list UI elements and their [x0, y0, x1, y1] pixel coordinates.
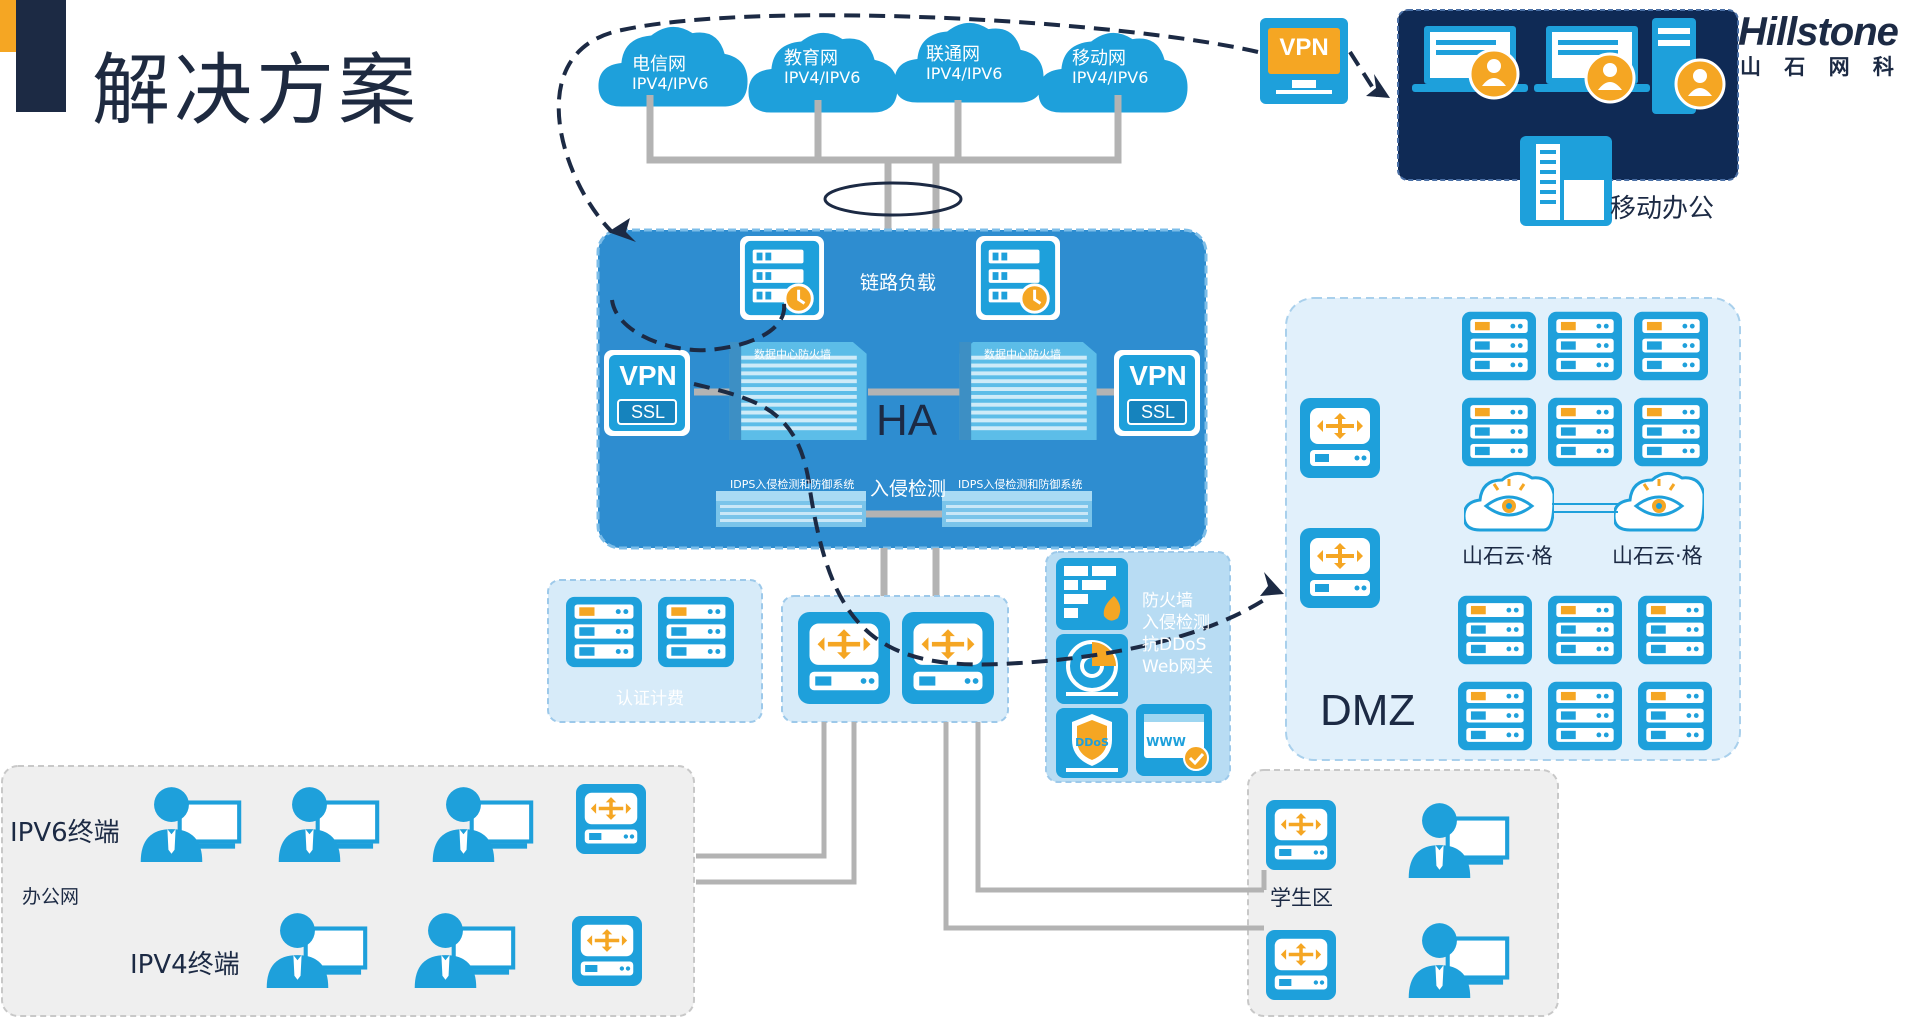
ddos-icon-text: DDoS: [1075, 736, 1109, 749]
ssl-vpn-left-top: VPN: [619, 360, 677, 391]
ha-label: HA: [876, 396, 938, 445]
mobile-building-icon: [1520, 136, 1612, 226]
mobile-office-label: 移动办公: [1610, 194, 1715, 224]
brand-name-cn: 山 石 网 科: [1740, 55, 1902, 79]
office-ipv4-switch-icon: [572, 916, 642, 986]
www-icon-text: WWW: [1146, 735, 1186, 749]
brand-logo: Hillstone 山 石 网 科: [1738, 10, 1913, 90]
sec-ids-icon: [1056, 634, 1128, 704]
student-zone-label: 学生区: [1270, 886, 1333, 910]
auth-server-2-icon: [658, 596, 734, 668]
title-accent-navy: [16, 0, 66, 112]
cloud-grid-left-label: 山石云·格: [1462, 544, 1553, 568]
sec-firewall-icon: [1056, 558, 1128, 630]
isp-unicom-proto: IPV4/IPV6: [926, 64, 1003, 83]
sec-web-gateway-icon: WWW: [1136, 704, 1212, 776]
link-aggregation-ring: [823, 181, 963, 217]
student-switch-1-icon: [1266, 800, 1336, 870]
ssl-vpn-left-bottom: SSL: [630, 402, 666, 422]
isp-mobile-name: 移动网: [1072, 48, 1126, 69]
dmz-router-1-icon: [1300, 398, 1380, 478]
core-downlinks: [880, 548, 940, 596]
office-ipv4-label: IPV4终端: [130, 950, 240, 980]
office-net-label: 办公网: [22, 886, 80, 908]
cloud-grid-link: [1552, 503, 1618, 513]
ssl-vpn-right-top: VPN: [1129, 360, 1187, 391]
isp-mobile-proto: IPV4/IPV6: [1072, 68, 1149, 87]
dmz-router-2-icon: [1300, 528, 1380, 608]
distribution-lines: [696, 722, 1267, 931]
page-title: 解决方案: [92, 46, 421, 136]
sec-item-ddos: 抗DDoS: [1142, 635, 1207, 655]
core-internal-links: [694, 388, 1118, 518]
arrowhead-dmz: [1260, 572, 1284, 596]
sec-item-firewall: 防火墙: [1142, 591, 1193, 611]
ssl-vpn-right-bottom: SSL: [1140, 402, 1176, 422]
arrowhead-core: [608, 218, 636, 242]
mobile-laptop-1-icon: [1412, 26, 1528, 100]
vpn-badge-icon: [1260, 18, 1348, 104]
idps-right-label: IDPS入侵检测和防御系统: [958, 478, 1083, 491]
ids-label: 入侵检测: [870, 478, 947, 500]
link-lb-label: 链路负载: [860, 272, 937, 294]
auth-label: 认证计费: [616, 689, 684, 709]
isp-edu-proto: IPV4/IPV6: [784, 68, 861, 87]
mobile-laptop-2-icon: [1534, 26, 1650, 104]
idps-right-icon: [942, 491, 1092, 527]
isp-telecom-name: 电信网: [632, 54, 686, 75]
idps-left-icon: [716, 491, 866, 527]
sec-ddos-icon: DDoS: [1056, 708, 1128, 778]
title-accent-orange: [0, 0, 18, 52]
office-ipv6-switch-icon: [576, 784, 646, 854]
brand-name: Hillstone: [1738, 10, 1899, 54]
dmz-label: DMZ: [1320, 686, 1416, 735]
isp-edu-name: 教育网: [784, 48, 838, 69]
isp-unicom-name: 联通网: [926, 44, 980, 65]
mobile-tower-pc-icon: [1652, 18, 1726, 114]
isp-telecom-proto: IPV4/IPV6: [632, 74, 709, 93]
sec-item-web-gateway: Web网关: [1142, 657, 1214, 677]
cloud-grid-right-label: 山石云·格: [1612, 544, 1703, 568]
auth-server-1-icon: [566, 596, 642, 668]
isp-uplink-lines: [646, 95, 1122, 232]
dc-firewall-right-label: 数据中心防火墙: [984, 348, 1061, 361]
vpn-traffic-paths: [556, 13, 1380, 667]
student-switch-2-icon: [1266, 930, 1336, 1000]
dc-firewall-left-label: 数据中心防火墙: [754, 348, 831, 361]
idps-left-label: IDPS入侵检测和防御系统: [730, 478, 855, 491]
sec-item-ids: 入侵检测: [1142, 613, 1210, 633]
link-lb-device-right-icon: [976, 236, 1060, 320]
office-ipv6-label: IPV6终端: [10, 818, 120, 848]
link-lb-device-left-icon: [740, 236, 824, 320]
vpn-badge-label: VPN: [1279, 34, 1329, 61]
core-switch-1-icon: [798, 612, 890, 704]
arrowhead-mobile: [1366, 74, 1390, 98]
